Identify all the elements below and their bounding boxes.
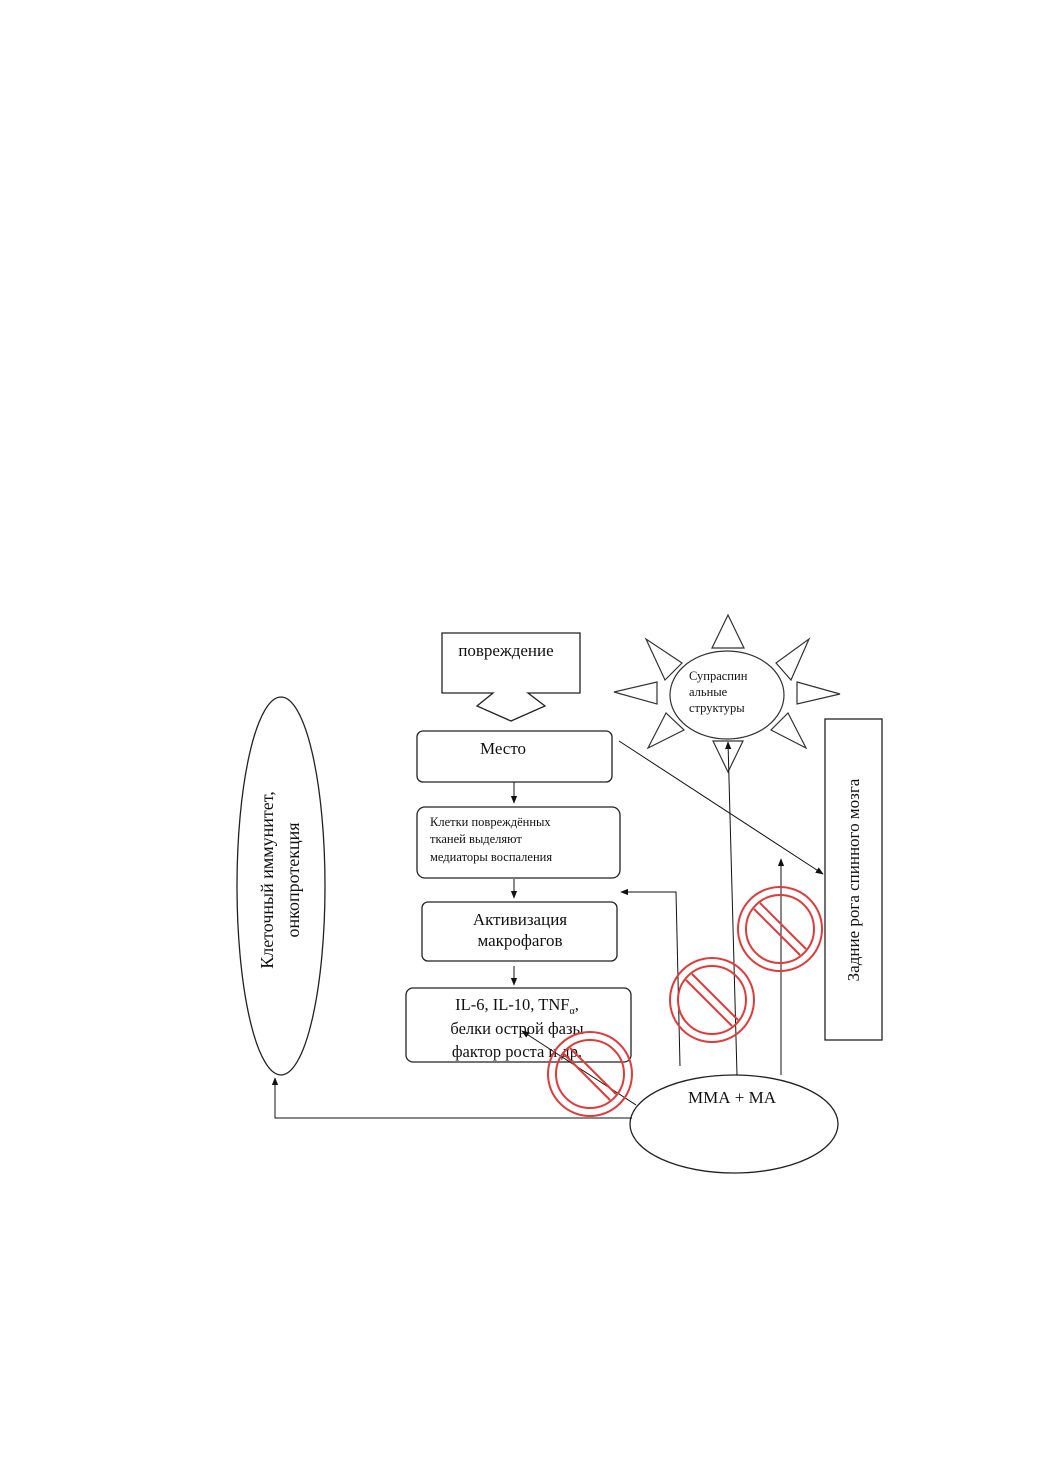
injury-label: повреждение [458,641,553,660]
supraspinal-label-line-2: альные [689,685,728,699]
supraspinal-sun [613,613,841,774]
inhibition-icon [669,957,755,1043]
macrophage-label-line-2: макрофагов [477,931,562,950]
arrow-drug-to-immunity [271,1077,632,1119]
site-label: Место [480,739,526,758]
immunity-label-line-1: Клеточный иммунитет, [257,791,277,969]
cells-box [416,806,621,879]
dorsal-horn-box [824,718,883,1041]
supraspinal-label-line-1: Супраспин [689,669,748,683]
injury-block-arrow [441,632,581,722]
cytokines-label-line-3: фактор роста и др. [452,1042,582,1061]
supraspinal-label-line-3: структуры [689,701,745,715]
dorsal-horn-label: Задние рога спинного мозга [844,778,863,981]
arrow-drug-to-supraspinal [724,741,738,1076]
immunity-ellipse [236,696,326,1076]
inhibition-icon [737,886,823,972]
cytokines-label-line-2: белки острой фазы [450,1019,583,1038]
macrophage-box [421,901,618,962]
drug-ellipse [629,1074,839,1174]
drug-label: ММА + МА [688,1088,777,1107]
macrophage-label-line-1: Активизация [473,910,567,929]
cells-label-line-1: Клетки повреждённых [430,815,551,829]
cytokines-label-line-1: IL-6, IL-10, TNFα, [455,995,579,1017]
immunity-label-line-2: онкопротекция [283,822,303,937]
arrow-site-to-dorsal-horn [618,740,824,875]
cells-label-line-2: тканей выделяют [430,832,522,846]
cells-label-line-3: медиаторы воспаления [430,850,552,864]
